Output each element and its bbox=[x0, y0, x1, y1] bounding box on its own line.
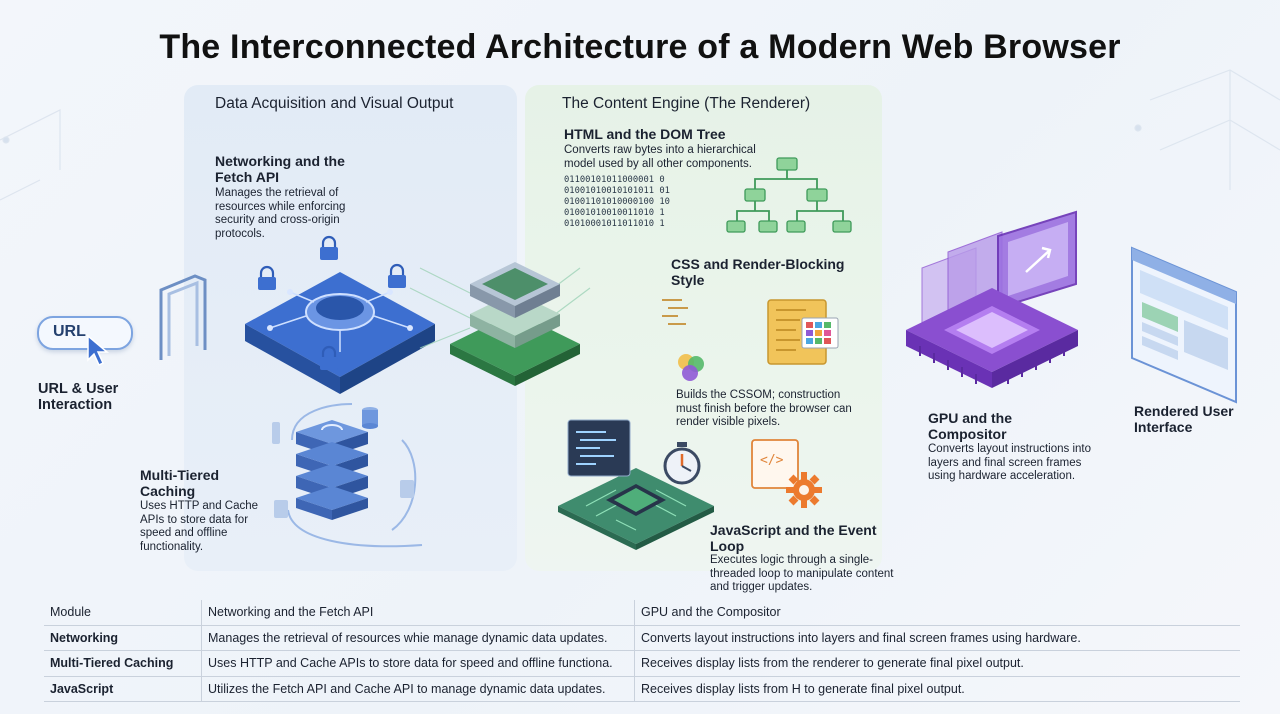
table-cell: JavaScript bbox=[44, 676, 202, 702]
javascript-description: Executes logic through a single-threaded… bbox=[710, 554, 894, 593]
cursor-icon bbox=[87, 334, 110, 367]
table-cell: Multi-Tiered Caching bbox=[44, 650, 202, 677]
css-description: Builds the CSSOM; construction must fini… bbox=[676, 389, 852, 428]
table-header-cell: GPU and the Compositor bbox=[634, 600, 1240, 626]
svg-text:</>: </> bbox=[760, 453, 784, 468]
network-hub-icon bbox=[245, 272, 435, 394]
stylesheet-icon bbox=[767, 299, 839, 365]
url-interaction-label: URL & User Interaction bbox=[38, 381, 119, 413]
panel-title-content-engine: The Content Engine (The Renderer) bbox=[562, 95, 811, 112]
chip-stack-icon bbox=[409, 262, 591, 386]
lock-icon bbox=[258, 265, 276, 290]
database-icon bbox=[296, 420, 368, 520]
networking-heading: Networking and the Fetch API bbox=[215, 153, 345, 185]
caching-description: Uses HTTP and Cache APIs to store data f… bbox=[140, 500, 259, 553]
table-cell: Converts layout instructions into layers… bbox=[634, 625, 1240, 651]
url-label: URL bbox=[53, 323, 86, 340]
rendered-ui-label: Rendered User Interface bbox=[1134, 403, 1234, 435]
table-cell: Uses HTTP and Cache APIs to store data f… bbox=[201, 650, 635, 677]
lock-icon bbox=[388, 263, 406, 288]
gpu-chip-icon bbox=[906, 210, 1078, 388]
panel-title-data-acquisition: Data Acquisition and Visual Output bbox=[215, 95, 454, 112]
dom-tree-icon bbox=[726, 157, 852, 233]
javascript-heading: JavaScript and the Event Loop bbox=[710, 522, 877, 554]
comparison-table: Module Networking and the Fetch API GPU … bbox=[44, 600, 1240, 702]
table-row: Multi-Tiered Caching Uses HTTP and Cache… bbox=[44, 650, 1240, 677]
browser-window-icon bbox=[1131, 246, 1237, 404]
table-header-cell: Networking and the Fetch API bbox=[201, 600, 635, 626]
gpu-heading: GPU and the Compositor bbox=[928, 410, 1013, 442]
url-box[interactable]: URL bbox=[37, 316, 133, 350]
gear-icon bbox=[786, 472, 822, 508]
portal-icon bbox=[159, 274, 207, 360]
binary-line: 01100101011000001 0 bbox=[564, 175, 665, 185]
color-circles-icon bbox=[678, 354, 704, 381]
table-header-row: Module Networking and the Fetch API GPU … bbox=[44, 600, 1240, 626]
css-lines-icon bbox=[662, 299, 688, 325]
table-header-cell: Module bbox=[44, 600, 202, 626]
html-dom-heading: HTML and the DOM Tree bbox=[564, 126, 726, 142]
database-icon bbox=[362, 407, 378, 429]
code-file-icon: </> bbox=[751, 439, 799, 489]
table-cell: Receives display lists from the renderer… bbox=[634, 650, 1240, 677]
gpu-description: Converts layout instructions into layers… bbox=[928, 443, 1091, 482]
table-cell: Networking bbox=[44, 625, 202, 651]
table-row: Networking Manages the retrieval of reso… bbox=[44, 625, 1240, 651]
networking-description: Manages the retrieval of resources while… bbox=[215, 187, 346, 240]
table-row: JavaScript Utilizes the Fetch API and Ca… bbox=[44, 676, 1240, 702]
sync-icon bbox=[272, 403, 423, 548]
stopwatch-icon bbox=[663, 442, 701, 485]
lock-icon bbox=[320, 345, 338, 370]
binary-line: 01001101010000100 10 bbox=[564, 197, 670, 207]
caching-heading: Multi-Tiered Caching bbox=[140, 467, 220, 499]
page-title: The Interconnected Architecture of a Mod… bbox=[159, 28, 1121, 66]
table-cell: Receives display lists from H to generat… bbox=[634, 676, 1240, 702]
code-window-icon bbox=[558, 419, 714, 550]
table-cell: Utilizes the Fetch API and Cache API to … bbox=[201, 676, 635, 702]
lock-icon bbox=[320, 235, 338, 260]
table-cell: Manages the retrieval of resources whie … bbox=[201, 625, 635, 651]
html-dom-description: Converts raw bytes into a hierarchical m… bbox=[564, 144, 756, 170]
binary-stream: 01100101011000001 0 01001010010101011 01… bbox=[564, 175, 684, 230]
css-heading: CSS and Render-Blocking Style bbox=[671, 256, 845, 288]
binary-line: 01001010010011010 1 bbox=[564, 208, 665, 218]
binary-line: 01001010010101011 01 bbox=[564, 186, 670, 196]
binary-line: 01010001011011010 1 bbox=[564, 219, 665, 229]
